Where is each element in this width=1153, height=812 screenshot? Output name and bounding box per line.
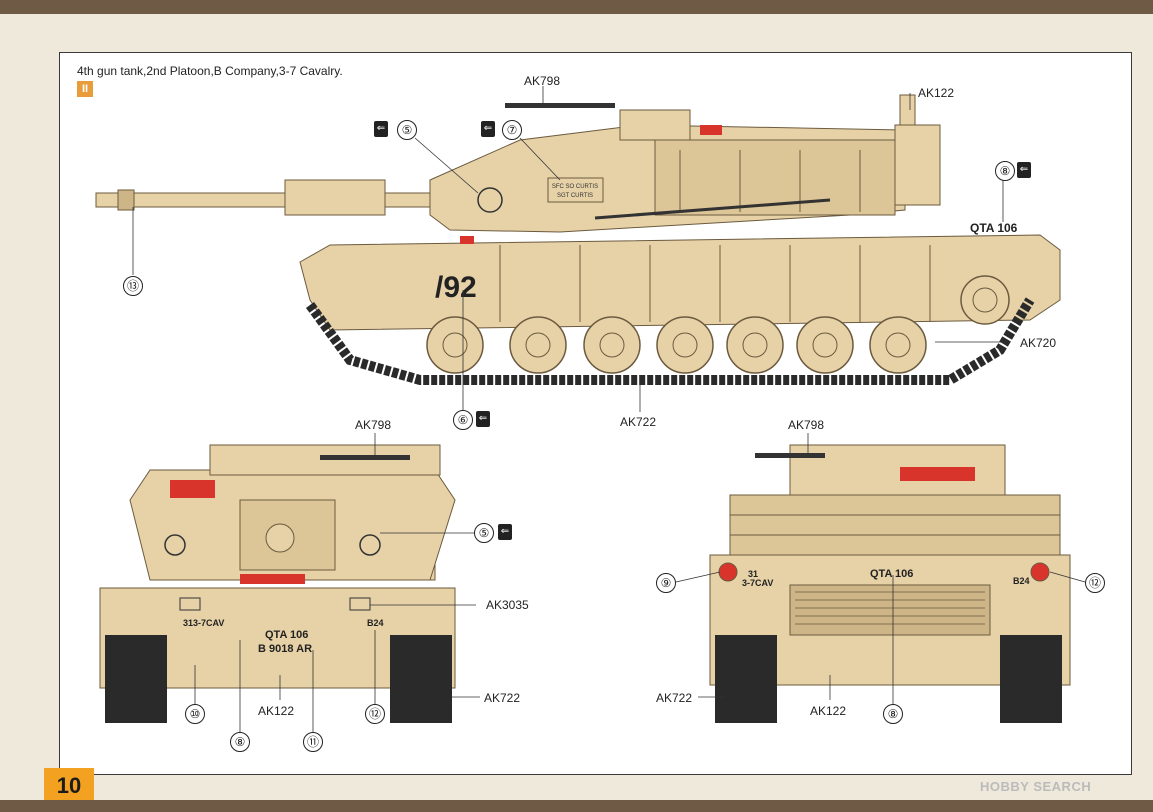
rear-ak722-label: AK722 [484, 691, 521, 705]
rear-ak798-label: AK798 [355, 418, 392, 432]
rear-view-tank: 313-7CAV QTA 106 B 9018 AR B24 [99, 444, 456, 723]
side-callout-5: ⑤ [397, 120, 417, 140]
front-unit-mark-2: 3-7CAV [742, 578, 773, 588]
name-plate-line2: SGT CURTIS [557, 193, 593, 199]
side-ak722-label: AK722 [620, 415, 657, 429]
front-callout-8: ⑧ [883, 704, 903, 724]
rear-ak3035-label: AK3035 [486, 598, 529, 612]
side-callout-8: ⑧ [995, 161, 1015, 181]
hull-number: /92 [435, 271, 477, 304]
top-border [0, 0, 1153, 14]
rear-left-skull-icon [164, 534, 186, 556]
front-bumper-code: QTA 106 [870, 568, 913, 580]
front-ak122-label: AK122 [810, 704, 847, 718]
side-callout-7: ⑦ [502, 120, 522, 140]
side-callout-6: ⑥ [453, 410, 473, 430]
front-unit-mark-1: 31 [748, 569, 758, 579]
version-badge: II [77, 81, 93, 97]
front-callout-12: ⑫ [1085, 573, 1105, 593]
skull-insignia-icon [477, 187, 503, 213]
watermark: HOBBY SEARCH [980, 779, 1092, 794]
bottom-border [0, 800, 1153, 812]
rear-unit-mark: 313-7CAV [183, 618, 224, 628]
decal-icon: ⇐ [1017, 162, 1031, 178]
front-ak722-label: AK722 [656, 691, 693, 705]
rear-vehicle-code: B24 [367, 618, 384, 628]
rear-callout-11: ⑪ [303, 732, 323, 752]
rear-callout-8: ⑧ [230, 732, 250, 752]
front-vehicle-code: B24 [1013, 576, 1030, 586]
rear-bumper-code-2: B 9018 AR [258, 643, 312, 655]
rear-callout-5: ⑤ [474, 523, 494, 543]
decal-icon: ⇐ [374, 121, 388, 137]
rear-bumper-code: QTA 106 [265, 629, 308, 641]
front-callout-9: ⑨ [656, 573, 676, 593]
rear-callout-12: ⑫ [365, 704, 385, 724]
side-callout-13: ⑬ [123, 276, 143, 296]
side-view-tank: SFC SO CURTIS SGT CURTIS /92 QTA 106 [95, 94, 1061, 385]
front-view-tank: 31 3-7CAV QTA 106 B24 [709, 444, 1071, 723]
caption: 4th gun tank,2nd Platoon,B Company,3-7 C… [77, 64, 343, 78]
front-ak798-label: AK798 [788, 418, 825, 432]
side-ak720-label: AK720 [1020, 336, 1057, 350]
side-ak122-label: AK122 [918, 86, 955, 100]
rear-callout-10: ⑩ [185, 704, 205, 724]
name-plate-line1: SFC SO CURTIS [552, 184, 598, 190]
rear-right-skull-icon [359, 534, 381, 556]
rear-ak122-label: AK122 [258, 704, 295, 718]
decal-icon: ⇐ [476, 411, 490, 427]
decal-icon: ⇐ [498, 524, 512, 540]
page-number: 10 [44, 768, 94, 804]
decal-icon: ⇐ [481, 121, 495, 137]
side-ak798-label: AK798 [524, 74, 561, 88]
side-bumper-code: QTA 106 [970, 221, 1018, 235]
